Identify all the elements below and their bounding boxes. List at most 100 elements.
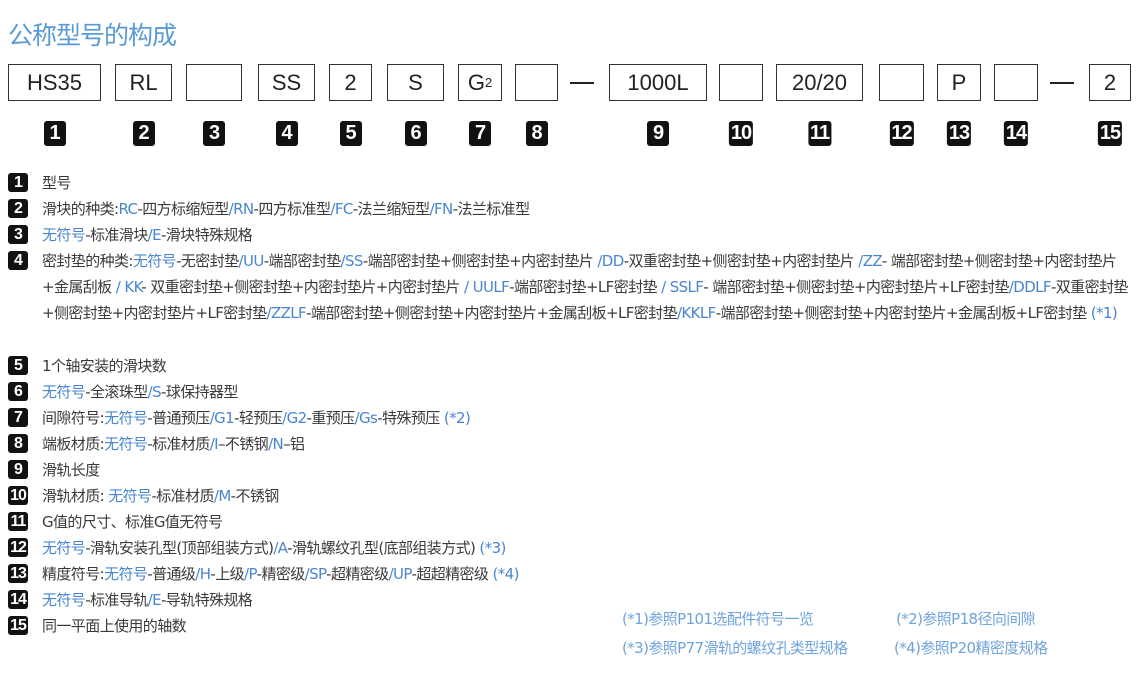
description-text: -端部密封垫+侧密封垫+内密封垫片+金属刮板+LF密封垫 xyxy=(306,304,677,322)
item-text: 无符号-标准滑块/E-滑块特殊规格 xyxy=(42,222,253,248)
option-code: /FN xyxy=(429,200,454,218)
position-badge: 6 xyxy=(404,121,427,146)
item-text: 滑轨长度 xyxy=(42,457,100,483)
option-code: /E xyxy=(147,226,162,244)
code-box-14 xyxy=(994,64,1038,101)
page-title: 公称型号的构成 xyxy=(8,21,177,50)
legend-item: 9 滑轨长度 xyxy=(8,457,1133,483)
position-badge: 8 xyxy=(525,121,548,146)
code-value: P xyxy=(951,69,967,95)
code-box-13: P xyxy=(937,64,981,101)
description-text: -标准材质 xyxy=(147,435,210,453)
item-text: 无符号-滑轨安装孔型(顶部组装方式)/A-滑轨螺纹孔型(底部组装方式) (*3) xyxy=(42,535,506,561)
position-badge: 14 xyxy=(1003,121,1029,146)
code-box-8 xyxy=(515,64,558,101)
description-text: -导轨特殊规格 xyxy=(160,591,253,609)
item-number-badge: 10 xyxy=(8,486,28,505)
description-text: -端部密封垫+侧密封垫+内密封垫片+金属刮板+LF密封垫 xyxy=(715,304,1087,322)
code-value: SS xyxy=(271,69,302,95)
description-text: -端部密封垫+侧密封垫+内密封垫片 xyxy=(362,252,594,270)
option-code: /DD xyxy=(593,252,624,270)
code-value: 2 xyxy=(344,69,357,95)
description-text: -精密级 xyxy=(256,565,306,583)
description-text: -双重密封垫+侧密封垫+内密封垫片 xyxy=(623,252,855,270)
option-code: /E xyxy=(147,591,162,609)
description-text: 型号 xyxy=(42,174,71,192)
position-badge: 13 xyxy=(946,121,972,146)
description-text: -滑轨螺纹孔型(底部组装方式) xyxy=(287,539,476,557)
option-code: 无符号 xyxy=(104,435,148,453)
description-text: 1个轴安装的滑块数 xyxy=(42,357,167,375)
description-text: -超超精密级 xyxy=(411,565,489,583)
item-text: 1个轴安装的滑块数 xyxy=(42,353,167,379)
item-number-badge: 13 xyxy=(8,564,28,583)
code-value: 1000L xyxy=(627,69,689,95)
item-text: 无符号-标准导轨/E-导轨特殊规格 xyxy=(42,587,253,613)
item-number-badge: 4 xyxy=(8,251,28,270)
code-value: 20/20 xyxy=(791,69,848,95)
option-code: /RN xyxy=(228,200,255,218)
option-code: 无符号 xyxy=(42,383,86,401)
description-text: -球保持器型 xyxy=(161,383,238,401)
code-subscript: 2 xyxy=(484,75,493,90)
description-text: -全滚珠型 xyxy=(85,383,148,401)
code-box-11: 20/20 xyxy=(776,64,863,101)
description-text: -法兰标准型 xyxy=(452,200,530,218)
option-code: /KKLF xyxy=(676,304,716,322)
description-text: -上级 xyxy=(210,565,245,583)
option-code: /SP xyxy=(304,565,327,583)
position-badge: 12 xyxy=(889,121,914,146)
description-text: -重预压 xyxy=(306,409,356,427)
item-number-badge: 1 xyxy=(8,173,28,192)
code-box-1: HS35 xyxy=(8,64,101,101)
item-text: 密封垫的种类:无符号-无密封垫/UU-端部密封垫/SS-端部密封垫+侧密封垫+内… xyxy=(42,248,1133,326)
option-code: 无符号 xyxy=(132,252,177,270)
option-code: /M xyxy=(213,487,231,505)
description-text: -轻预压 xyxy=(234,409,283,427)
description-text: - 端部密封垫+侧密封垫+内密封垫片+金属刮板 xyxy=(42,252,1117,296)
item-text: 间隙符号:无符号-普通预压/G1-轻预压/G2-重预压/Gs-特殊预压 (*2) xyxy=(42,405,471,431)
description-text: -普通级 xyxy=(147,565,196,583)
description-text: 端板材质: xyxy=(42,435,105,453)
description-text: G值的尺寸、标准G值无符号 xyxy=(42,513,223,531)
code-box-2: RL xyxy=(115,64,172,101)
option-code: 无符号 xyxy=(42,591,86,609)
option-code: 无符号 xyxy=(104,409,148,427)
description-text: -标准导轨 xyxy=(85,591,148,609)
option-code: /G1 xyxy=(209,409,235,427)
position-badge: 7 xyxy=(469,121,491,146)
description-text: -滑块特殊规格 xyxy=(160,226,253,244)
description-text: -标准滑块 xyxy=(85,226,148,244)
note-3: (*3)参照P77滑轨的螺纹孔类型规格 xyxy=(622,639,848,657)
code-value: S xyxy=(408,69,423,95)
position-badge: 5 xyxy=(339,121,362,146)
option-code: (*1) xyxy=(1086,304,1118,322)
description-text: –不锈钢 xyxy=(217,435,269,453)
option-code: /UU xyxy=(238,252,264,270)
option-code: /SS xyxy=(340,252,364,270)
code-value: G xyxy=(467,69,485,95)
option-code: 无符号 xyxy=(108,487,152,505)
description-text: -端部密封垫 xyxy=(263,252,341,270)
option-code: /I xyxy=(209,435,219,453)
item-number-badge: 9 xyxy=(8,460,28,479)
item-number-badge: 15 xyxy=(8,616,28,635)
option-code: /G2 xyxy=(282,409,307,427)
option-code: (*4) xyxy=(488,565,520,583)
code-box-4: SS xyxy=(258,64,315,101)
description-text: 间隙符号: xyxy=(42,409,105,427)
item-number-badge: 2 xyxy=(8,199,28,218)
item-number-badge: 11 xyxy=(8,512,28,531)
description-text: -法兰缩短型 xyxy=(352,200,430,218)
code-value: RL xyxy=(129,69,158,95)
item-number-badge: 6 xyxy=(8,382,28,401)
option-code: /N xyxy=(268,435,284,453)
position-badge: 4 xyxy=(275,121,298,146)
description-text: -不锈钢 xyxy=(230,487,280,505)
